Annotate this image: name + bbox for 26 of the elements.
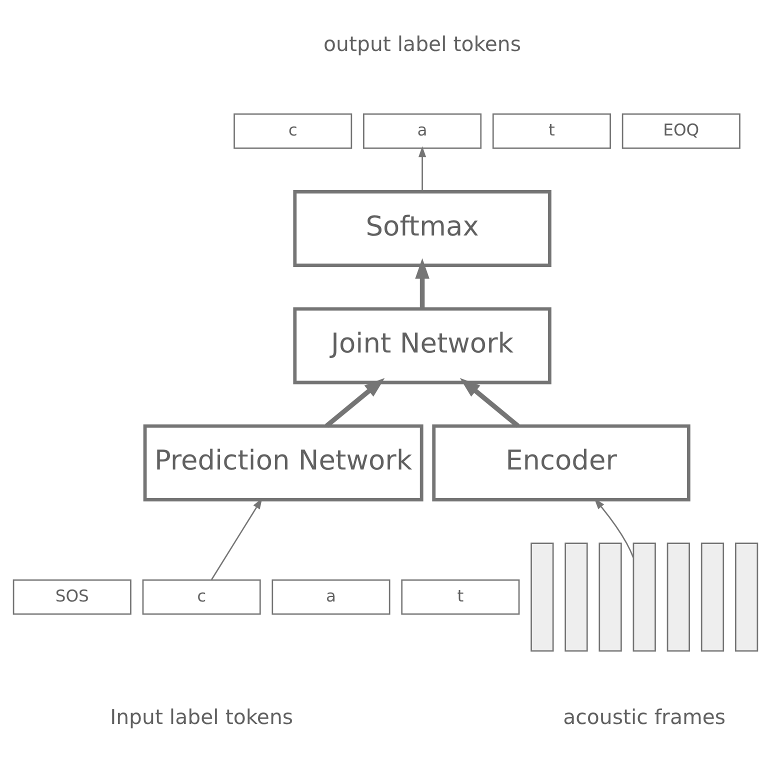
node-box: Softmax [293, 190, 552, 267]
node-bar [734, 542, 758, 652]
arrow [418, 146, 426, 191]
node-box: Joint Network [293, 306, 552, 384]
node-bar [564, 542, 588, 652]
node-box: a [363, 112, 482, 148]
node-box: c [142, 578, 261, 614]
arrow [460, 378, 520, 428]
node-box: Encoder [432, 424, 690, 501]
node-box: a [272, 578, 390, 614]
node-bar [632, 542, 656, 652]
node-box: c [234, 112, 352, 148]
label: Input label tokens [110, 704, 294, 728]
node-box: Prediction Network [143, 424, 424, 501]
node-box: SOS [12, 578, 132, 614]
node-bar [700, 542, 724, 652]
node-box: t [492, 112, 611, 148]
arrow [415, 258, 430, 308]
label: output label tokens [324, 31, 522, 56]
node-box: t [401, 578, 520, 614]
node-bar [666, 542, 690, 652]
node-bar [598, 542, 622, 652]
node-box: EOQ [622, 112, 740, 148]
label: acoustic frames [563, 704, 726, 728]
node-bar [530, 542, 554, 652]
arrow [325, 378, 385, 428]
